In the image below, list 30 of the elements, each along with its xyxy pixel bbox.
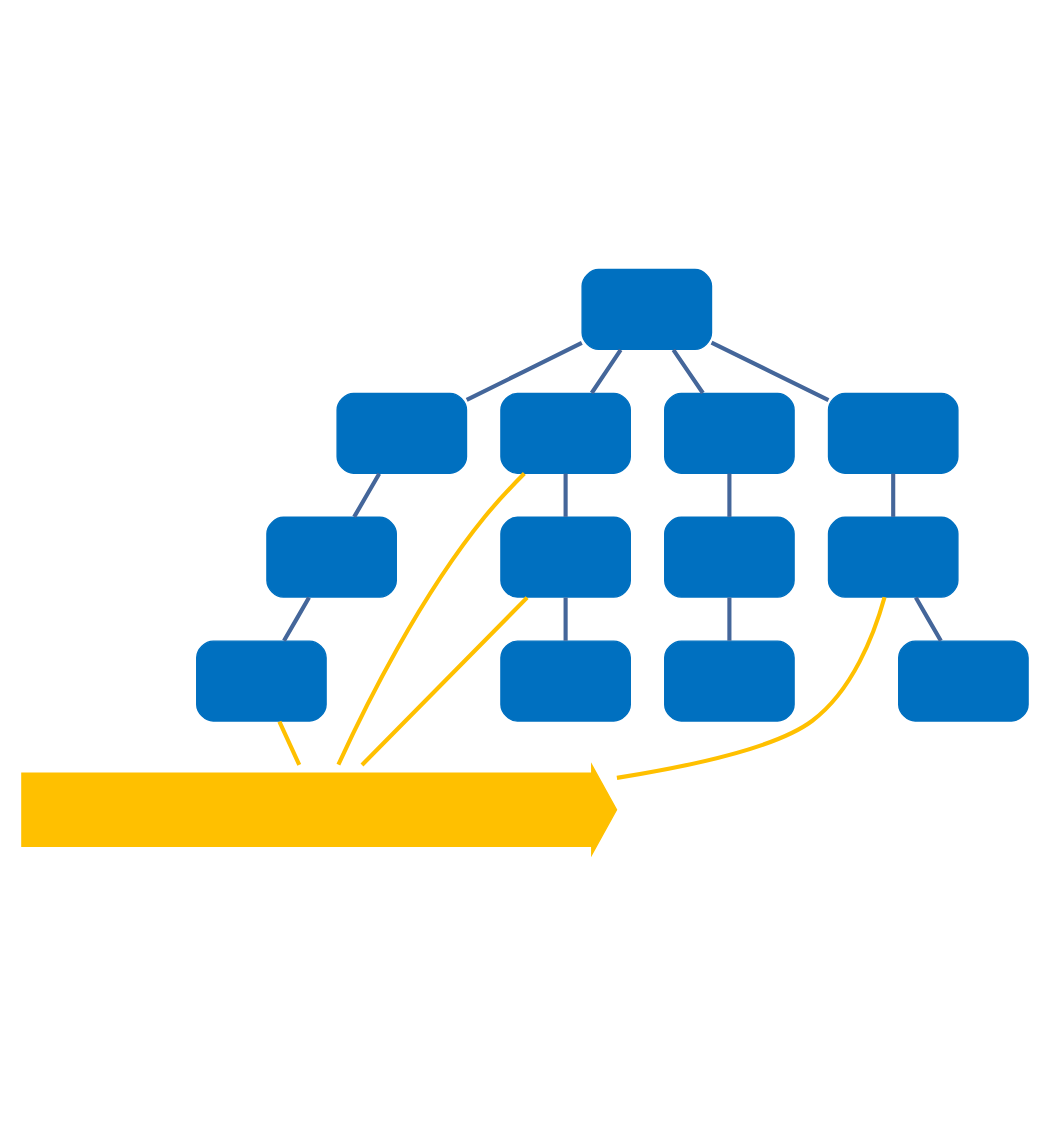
connector	[277, 719, 302, 765]
node-box	[500, 391, 631, 473]
connector	[336, 471, 526, 765]
node-box	[500, 639, 631, 721]
node-box	[196, 639, 327, 721]
connector	[590, 347, 623, 394]
connector	[282, 595, 311, 641]
connector	[671, 347, 705, 394]
connector	[563, 596, 568, 640]
node-box	[664, 391, 795, 473]
connector	[891, 472, 896, 516]
node-box	[664, 639, 795, 721]
node-box	[827, 391, 959, 473]
connector	[616, 595, 887, 779]
node-box	[898, 639, 1029, 721]
connector	[563, 472, 568, 516]
node-box	[500, 515, 631, 597]
connector	[727, 472, 732, 516]
connector	[360, 595, 529, 766]
connector	[352, 471, 381, 517]
connector	[710, 339, 830, 401]
node-box	[266, 515, 397, 597]
node-arrow	[21, 761, 618, 857]
node-box	[827, 515, 959, 597]
connector	[914, 595, 943, 641]
connector	[465, 340, 583, 401]
node-box	[581, 267, 713, 350]
connector	[727, 596, 732, 640]
node-box	[336, 391, 468, 473]
node-box	[664, 515, 795, 597]
